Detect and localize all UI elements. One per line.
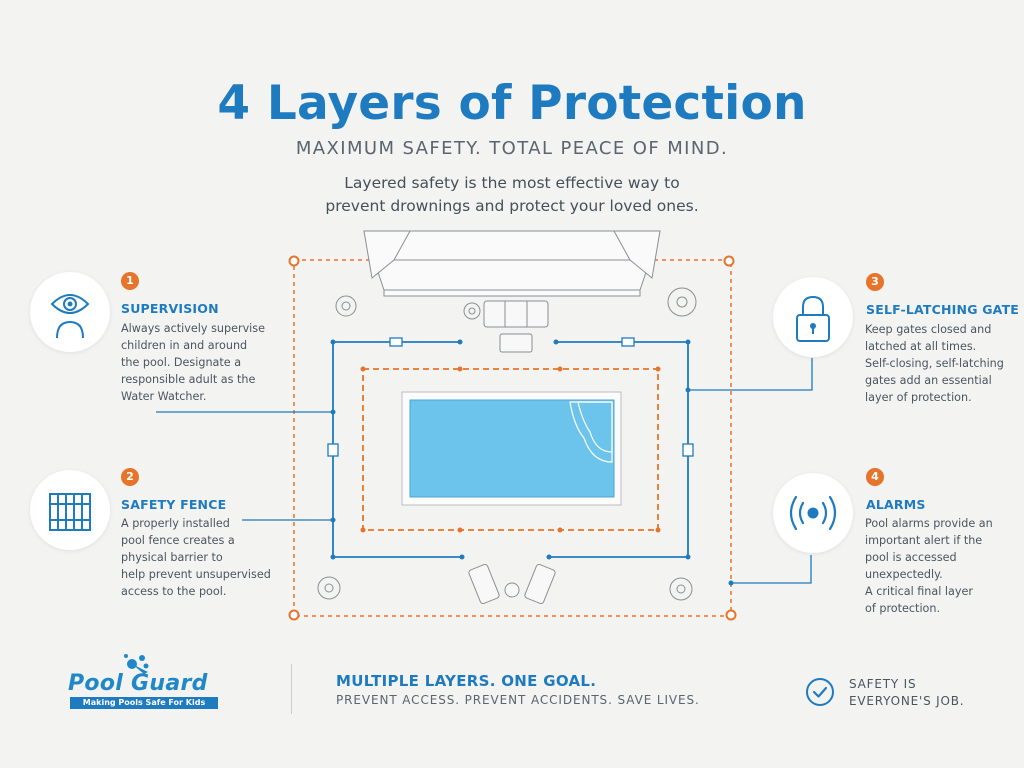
lounge-chairs (468, 563, 556, 605)
layer-1-description: Always actively supervise children in an… (121, 322, 266, 403)
checkmark-circle-icon (806, 678, 834, 706)
pool-water (409, 399, 615, 498)
layer-3-number: 3 (866, 273, 884, 291)
fence-icon (49, 493, 91, 531)
supervision-icon (30, 272, 110, 352)
brand-name: Pool Guard (68, 671, 208, 696)
padlock-icon (796, 295, 830, 342)
layer-2-number: 2 (121, 468, 139, 486)
alarm-zone (362, 368, 659, 531)
alarm-signal-icon (789, 495, 837, 531)
alarms-icon (773, 473, 853, 553)
layer-4-number: 4 (866, 468, 884, 486)
footer-divider (291, 664, 292, 714)
layer-2-description: A properly installed pool fence creates … (121, 517, 271, 598)
page-title: 4 Layers of Protection (217, 76, 807, 131)
leader-lines (156, 358, 813, 584)
layer-4-heading: ALARMS (866, 497, 926, 512)
footer-headline: MULTIPLE LAYERS. ONE GOAL. (336, 672, 597, 690)
safety-fence-icon (30, 470, 110, 550)
layer-4-description: Pool alarms provide an important alert i… (865, 517, 993, 615)
fence-gates (327, 337, 694, 457)
fence-posts (330, 339, 691, 560)
intro-text: Layered safety is the most effective way… (325, 174, 699, 215)
alarm-zone-points (360, 366, 661, 533)
layer-1-heading: SUPERVISION (121, 301, 219, 316)
layer-2-heading: SAFETY FENCE (121, 497, 227, 512)
brand-splash-icon (124, 654, 149, 674)
footer-subline: PREVENT ACCESS. PREVENT ACCIDENTS. SAVE … (336, 693, 700, 707)
eye-person-icon (50, 294, 90, 339)
patio-furniture (483, 300, 549, 353)
brand-tagline: Making Pools Safe For Kids (70, 697, 218, 709)
layer-3-description: Keep gates closed and latched at all tim… (865, 323, 1004, 404)
page-subtitle: MAXIMUM SAFETY. TOTAL PEACE OF MIND. (295, 138, 729, 159)
boundary-markers (288, 255, 737, 621)
self-latching-gate-icon (773, 277, 853, 357)
house-roof (363, 230, 661, 297)
plants (317, 287, 697, 601)
layer-3-heading: SELF-LATCHING GATE (866, 302, 1020, 317)
footer-right-text: SAFETY IS EVERYONE'S JOB. (849, 677, 965, 708)
pool-steps (569, 401, 613, 463)
layer-1-number: 1 (121, 272, 139, 290)
